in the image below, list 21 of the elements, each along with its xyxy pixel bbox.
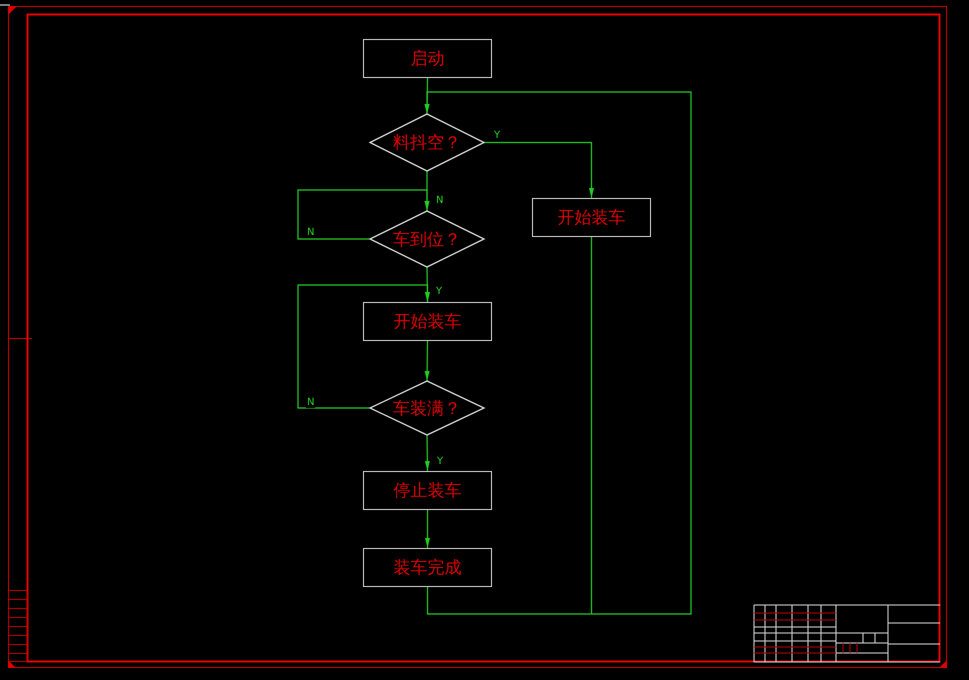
edge-label: N xyxy=(306,227,316,238)
flow-arrow xyxy=(484,142,594,198)
edge-label: Y xyxy=(436,456,444,467)
process-box: 启动 xyxy=(363,39,492,78)
decision-diamond: 车装满？ xyxy=(370,381,484,435)
edge-label: N xyxy=(435,195,444,206)
process-box: 开始装车 xyxy=(532,198,651,237)
flow-arrow xyxy=(425,510,430,548)
flow-arrow xyxy=(297,189,430,240)
edge-label: N xyxy=(306,397,316,408)
decision-diamond: 车到位？ xyxy=(370,211,484,267)
process-box: 开始装车 xyxy=(363,302,492,341)
edge-label: Y xyxy=(493,130,502,141)
flow-arrow xyxy=(297,284,430,409)
flow-arrow xyxy=(424,435,430,471)
process-box: 装车完成 xyxy=(363,548,492,587)
connector-line xyxy=(426,587,592,615)
flow-arrow xyxy=(424,341,430,381)
process-box: 停止装车 xyxy=(363,471,492,510)
edge-label: Y xyxy=(435,286,444,297)
decision-diamond: 料抖空？ xyxy=(370,114,484,171)
